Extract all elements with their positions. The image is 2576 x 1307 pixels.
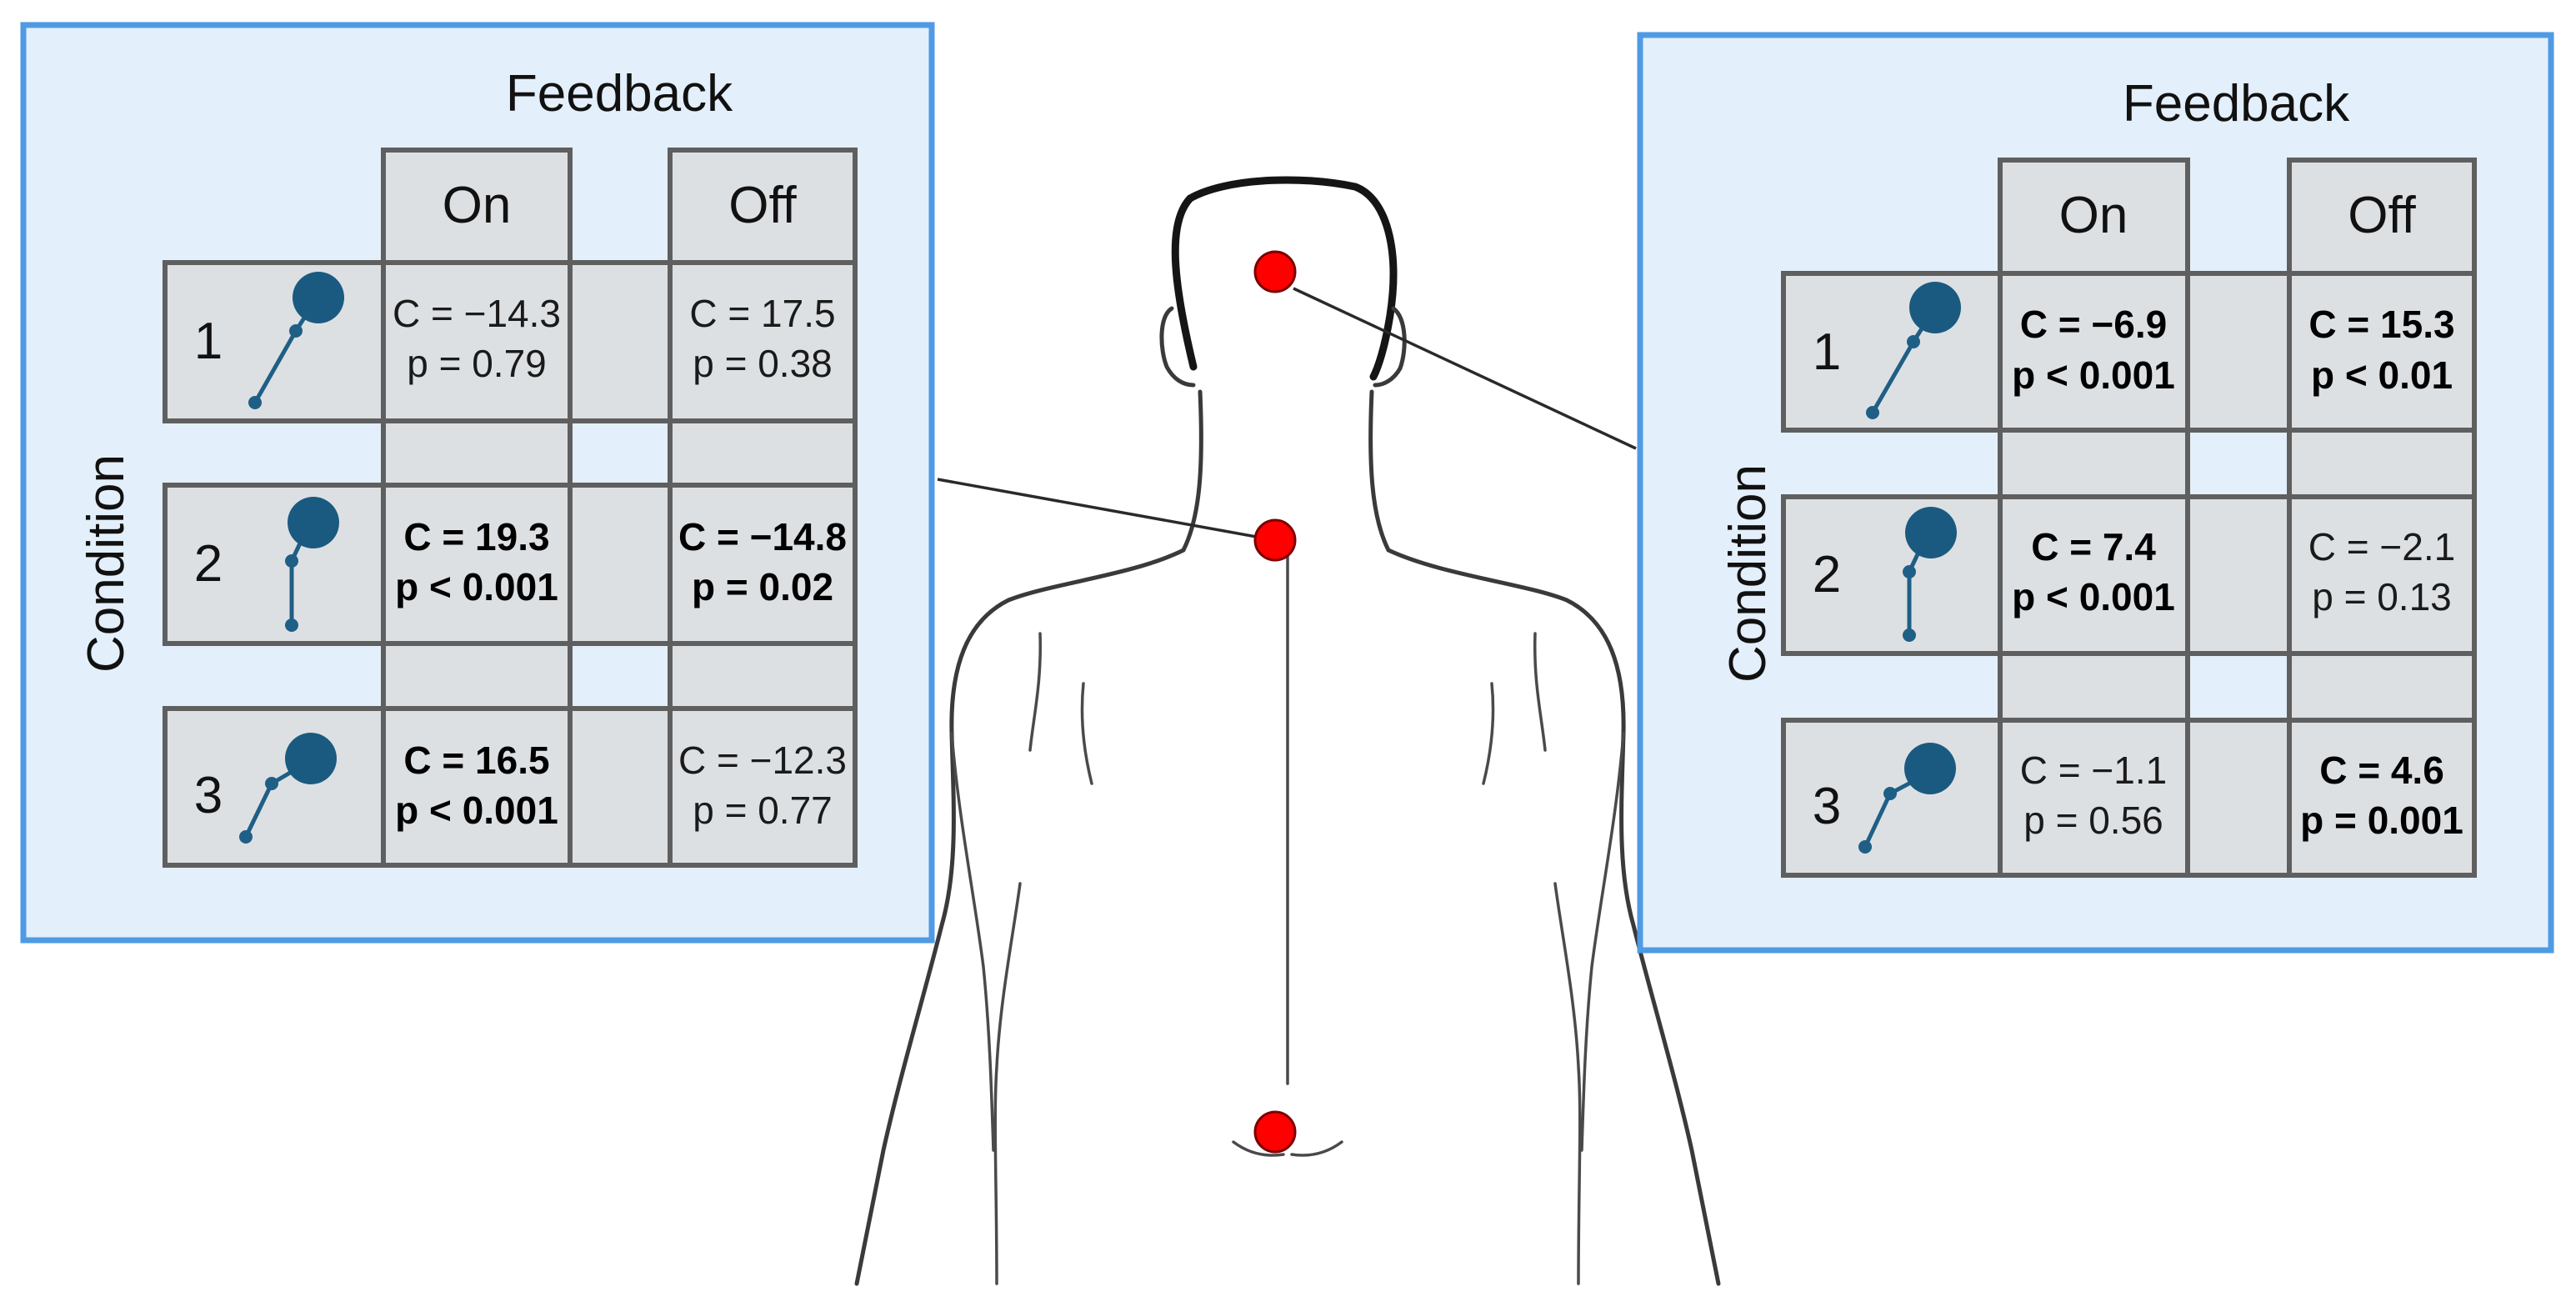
spacer-cell [568,260,673,423]
coefficient-value: C = −6.9 [2020,303,2167,346]
feedback-label: Feedback [2123,75,2350,133]
arm-bent-icon [1858,743,1956,854]
connector-line-right [1293,287,1637,450]
p-value: p < 0.001 [2012,353,2175,397]
sensor-marker-lower-back [1253,1110,1297,1154]
condition-label: Condition [78,454,135,673]
coefficient-value: C = 17.5 [689,292,835,335]
condition-number: 3 [1813,778,1841,835]
p-value: p < 0.001 [395,789,558,832]
spacer-cell [568,483,673,646]
spacer-cell [2287,651,2477,723]
result-cell-on [1998,494,2190,656]
condition-number: 1 [1813,323,1841,381]
spacer-cell [568,706,673,868]
condition-number: 1 [194,313,223,370]
condition-row-2-label-cell [1781,494,2003,656]
spacer-cell [1998,651,2190,723]
p-value: p < 0.01 [2311,353,2453,397]
result-cell-off [2287,718,2477,878]
result-cell-on [381,706,573,868]
condition-number: 3 [194,767,223,824]
coefficient-value: C = −14.8 [678,515,847,558]
result-cell-on [1998,271,2190,433]
p-value: p = 0.001 [2300,799,2463,842]
column-header-on-label: On [2059,187,2128,244]
condition-number: 2 [194,535,223,593]
column-header-on [381,148,573,265]
arm-vertical-icon [285,497,339,632]
condition-row-1-label-cell [163,260,386,423]
column-header-off [2287,158,2477,276]
result-cell-on [381,483,573,646]
arm-vertical-icon [1903,507,1957,642]
p-value: p < 0.001 [2012,575,2175,618]
results-panel-right: Feedback Condition On Off 1 C = −6.9 p <… [1637,32,2554,954]
coefficient-value: C = 16.5 [403,739,549,782]
result-cell-off [668,260,858,423]
p-value: p = 0.77 [693,789,833,832]
result-cell-off [668,483,858,646]
spacer-cell [1998,428,2190,499]
coefficient-value: C = 7.4 [2031,525,2156,568]
p-value: p < 0.001 [395,565,558,608]
column-header-off [668,148,858,265]
column-header-on-label: On [443,177,512,234]
arm-bent-icon [239,733,337,844]
column-header-off-label: Off [2348,187,2416,244]
column-header-off-label: Off [728,177,797,234]
spacer-cell [2185,494,2292,656]
spacer-cell [2185,718,2292,878]
p-value: p = 0.02 [692,565,833,608]
p-value: p = 0.56 [2023,799,2163,842]
coefficient-value: C = 4.6 [2319,749,2444,792]
result-cell-off [668,706,858,868]
condition-row-2-label-cell [163,483,386,646]
coefficient-value: C = −14.3 [393,292,561,335]
feedback-label: Feedback [506,65,733,123]
coefficient-value: C = 19.3 [403,515,549,558]
spacer-cell [668,418,858,488]
coefficient-value: C = −2.1 [2308,525,2455,568]
arm-raised-diagonal-icon [1866,282,1961,419]
coefficient-value: C = −1.1 [2020,749,2167,792]
result-cell-on [1998,718,2190,878]
connector-line-left [937,478,1276,542]
condition-number: 2 [1813,546,1841,603]
coefficient-value: C = −12.3 [678,739,847,782]
p-value: p = 0.38 [693,342,833,385]
human-body-outline [854,176,1721,1286]
result-cell-off [2287,271,2477,433]
spacer-cell [668,641,858,711]
spacer-cell [381,641,573,711]
condition-label: Condition [1719,464,1777,683]
p-value: p = 0.13 [2312,575,2452,618]
spacer-cell [381,418,573,488]
condition-row-1-label-cell [1781,271,2003,433]
coefficient-value: C = 15.3 [2308,303,2454,346]
sensor-marker-head [1253,250,1297,293]
p-value: p = 0.79 [407,342,547,385]
spacer-cell [2287,428,2477,499]
spacer-cell [2185,271,2292,433]
result-cell-on [381,260,573,423]
arm-raised-diagonal-icon [248,272,344,409]
result-cell-off [2287,494,2477,656]
results-panel-left: Feedback Condition On Off 1 C = −14.3 p … [20,22,935,944]
sensor-marker-upper-back [1253,518,1297,562]
column-header-on [1998,158,2190,276]
